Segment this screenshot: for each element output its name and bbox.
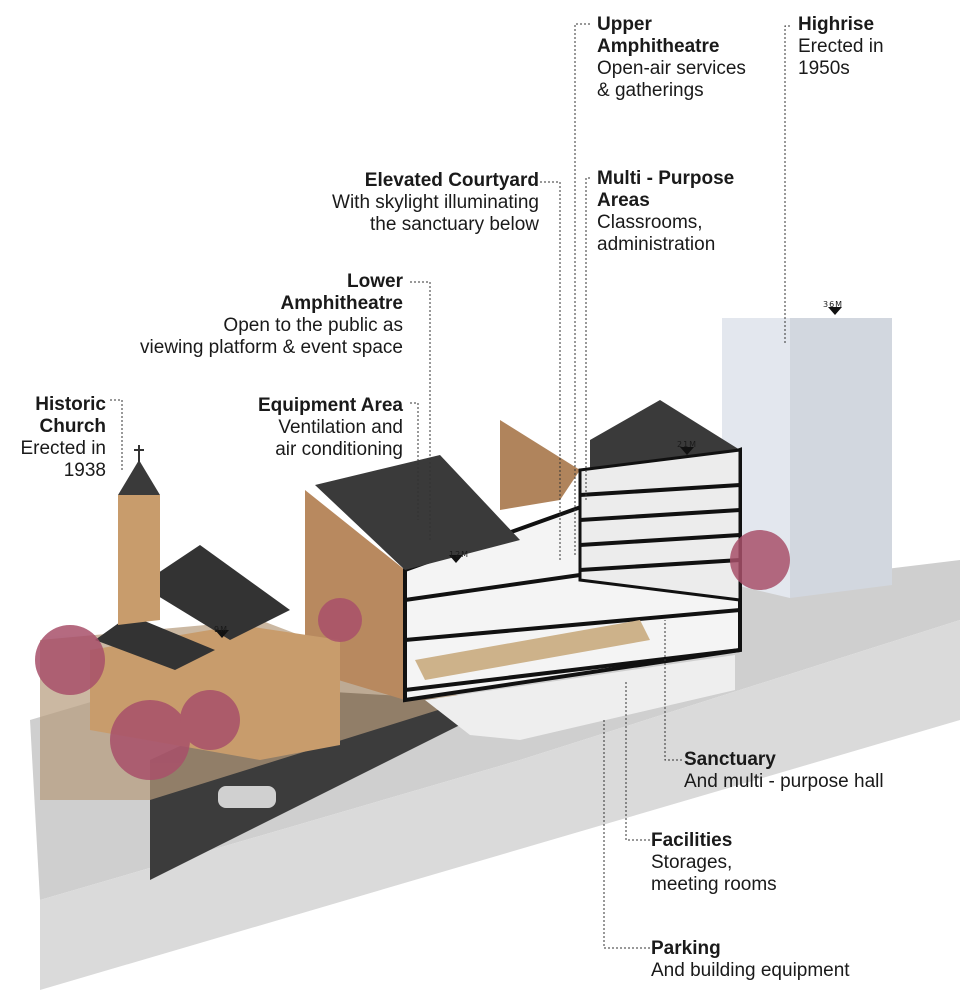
label-facilities-title: Facilities xyxy=(651,830,733,851)
label-elevated-courtyard: Elevated Courtyard With skylight illumin… xyxy=(270,170,539,236)
label-highrise-desc-2: 1950s xyxy=(798,58,850,79)
height-marker-triangle-upper xyxy=(680,447,694,455)
upper-roof xyxy=(590,400,740,470)
height-marker-triangle-church xyxy=(215,630,229,638)
label-highrise: Highrise Erected in 1950s xyxy=(798,14,884,80)
label-multi-purpose-title-1: Multi - Purpose xyxy=(597,168,735,189)
label-elevated-courtyard-desc-2: the sanctuary below xyxy=(370,214,539,235)
height-mark-church: 9M xyxy=(214,625,228,634)
label-parking-title: Parking xyxy=(651,938,721,959)
label-sanctuary: Sanctuary And multi - purpose hall xyxy=(684,749,884,793)
label-facilities-desc-2: meeting rooms xyxy=(651,874,777,895)
label-lower-amphitheatre-desc-1: Open to the public as xyxy=(223,315,403,336)
upper-tower-section xyxy=(578,448,742,602)
label-lower-amphitheatre: Lower Amphitheatre Open to the public as… xyxy=(60,271,403,359)
leader-multi-purpose xyxy=(585,177,590,500)
highrise-side xyxy=(790,318,892,598)
label-equipment-area-title: Equipment Area xyxy=(258,395,403,416)
label-sanctuary-desc-1: And multi - purpose hall xyxy=(684,771,884,792)
leader-upper-amphitheatre xyxy=(574,23,590,555)
label-historic-church-desc-2: 1938 xyxy=(63,460,106,481)
floor-slabs xyxy=(404,483,741,692)
label-elevated-courtyard-desc-1: With skylight illuminating xyxy=(332,192,539,213)
label-facilities: Facilities Storages, meeting rooms xyxy=(651,830,777,896)
label-equipment-area-desc-2: air conditioning xyxy=(275,439,403,460)
label-parking: Parking And building equipment xyxy=(651,938,850,982)
leader-highrise xyxy=(784,25,790,345)
label-lower-amphitheatre-title-1: Lower xyxy=(347,271,403,292)
label-sanctuary-title: Sanctuary xyxy=(684,749,776,770)
leader-parking xyxy=(603,720,650,949)
church-tower-roof xyxy=(118,460,160,495)
label-upper-amphitheatre-title-1: Upper xyxy=(597,14,652,35)
label-highrise-desc-1: Erected in xyxy=(798,36,884,57)
height-marker-triangle-lower xyxy=(449,555,463,563)
label-lower-amphitheatre-title-2: Amphitheatre xyxy=(280,293,403,314)
middle-roof xyxy=(500,420,580,510)
label-equipment-area-desc-1: Ventilation and xyxy=(278,417,403,438)
label-historic-church-title-2: Church xyxy=(39,416,107,437)
leader-lines xyxy=(110,23,790,949)
leader-lower-amphitheatre xyxy=(410,281,431,540)
label-upper-amphitheatre-desc-2: & gatherings xyxy=(597,80,704,101)
blossom-trees xyxy=(35,530,790,780)
leader-historic-church xyxy=(110,399,123,470)
label-highrise-title: Highrise xyxy=(798,14,875,35)
label-historic-church-title-1: Historic xyxy=(35,394,106,415)
label-historic-church: Historic Church Erected in 1938 xyxy=(0,394,106,482)
height-mark-highrise: 36M xyxy=(823,300,844,309)
sanctuary-floor xyxy=(415,620,650,680)
church-roof xyxy=(140,545,290,640)
parking-level xyxy=(425,655,735,740)
church-tower xyxy=(118,495,160,625)
street-car xyxy=(218,786,276,808)
label-upper-amphitheatre: Upper Amphitheatre Open-air services & g… xyxy=(597,14,746,102)
height-mark-upper: 21M xyxy=(677,440,698,449)
label-elevated-courtyard-title: Elevated Courtyard xyxy=(364,170,539,191)
leader-elevated-courtyard xyxy=(540,181,561,560)
label-historic-church-desc-1: Erected in xyxy=(20,438,106,459)
height-mark-lower: 12M xyxy=(449,550,470,559)
label-parking-desc-1: And building equipment xyxy=(651,960,850,981)
leader-equipment-area xyxy=(410,402,419,520)
label-equipment-area: Equipment Area Ventilation and air condi… xyxy=(200,395,403,461)
label-upper-amphitheatre-title-2: Amphitheatre xyxy=(597,36,720,57)
label-facilities-desc-1: Storages, xyxy=(651,852,733,873)
church-front-roof xyxy=(95,615,215,670)
label-multi-purpose-desc-2: administration xyxy=(597,234,716,255)
label-upper-amphitheatre-desc-1: Open-air services xyxy=(597,58,746,79)
height-marker-triangle-highrise xyxy=(828,307,842,315)
label-multi-purpose-title-2: Areas xyxy=(597,190,650,211)
ground-slab-front xyxy=(40,620,960,990)
leader-facilities xyxy=(625,680,650,841)
label-multi-purpose-areas: Multi - Purpose Areas Classrooms, admini… xyxy=(597,168,734,256)
label-lower-amphitheatre-desc-2: viewing platform & event space xyxy=(140,337,403,358)
leader-sanctuary xyxy=(664,620,682,761)
label-multi-purpose-desc-1: Classrooms, xyxy=(597,212,703,233)
